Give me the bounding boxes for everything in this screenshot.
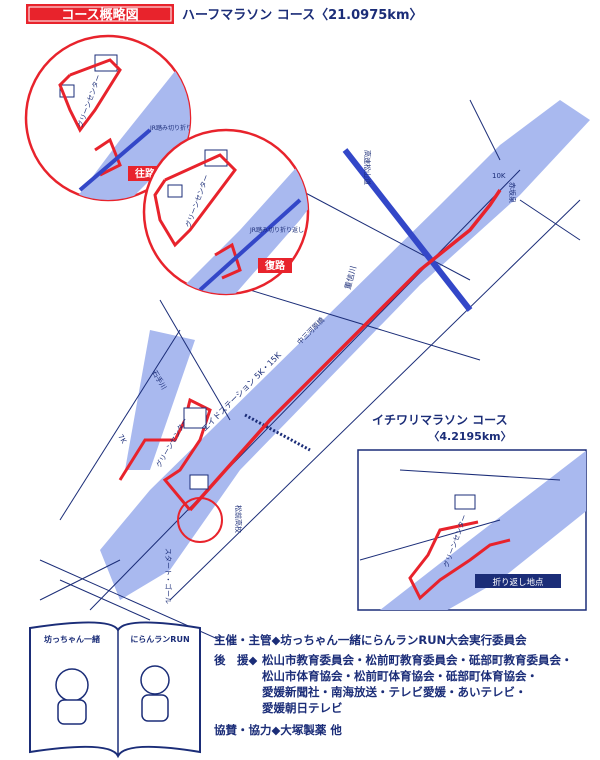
green-center-loop: [118, 397, 212, 511]
credits-sponsor: 協賛・協力◆ 大塚製薬 他: [214, 723, 342, 737]
label-matsumae-hs: 松前高校: [234, 505, 243, 533]
half-marathon-route: [188, 189, 502, 512]
inset1-label-jr-turn: JR踏み切り折り返し: [149, 124, 204, 132]
quarter-route: [408, 520, 511, 601]
ishii-river: [125, 330, 195, 470]
character-lion: [140, 665, 170, 695]
credits-organizer: 主催・主管◆ 坊っちゃん一緒にらんランRUN大会実行委員会: [214, 633, 527, 647]
header-badge-bg: [26, 4, 174, 24]
main-map: エイドステーション 5K・15K 重信川 中三河原橋 石手川 高速松山道 松前高…: [39, 99, 590, 641]
label-river: 重信川: [342, 265, 358, 291]
inset-return-label: 復路: [264, 259, 286, 272]
quarter-title: イチワリマラソン コース: [372, 413, 508, 427]
inset-return: グリーンセンター JR踏み切り折り返し 復路: [142, 128, 310, 296]
cartoon-book: 坊っちゃん一緒 にらんランRUN: [29, 621, 201, 759]
header-badge: コース概略図: [61, 7, 138, 23]
cartoon-right-title: にらんランRUN: [130, 635, 189, 644]
label-akasaka: 赤坂泉: [508, 182, 517, 203]
inset-outbound: グリーンセンター JR踏み切り折り返し 往路: [24, 34, 204, 202]
label-7k: 7K: [116, 433, 128, 445]
character-boy: [55, 668, 89, 702]
label-start-goal: スタート・ゴール: [164, 548, 173, 604]
cartoon-left-title: 坊っちゃん一緒: [44, 634, 100, 644]
header-title: ハーフマラソン コース〈21.0975km〉: [182, 7, 423, 23]
inset2-label-jr-turn: JR踏み切り折り返し: [249, 226, 304, 234]
expressway: [342, 148, 473, 312]
start-goal-circle: [177, 497, 223, 543]
aid-station-box: [189, 474, 209, 490]
label-10k: 10K: [492, 172, 506, 180]
credits-support: 後 援◆ 松山市教育委員会・松前町教育委員会・砥部町教育委員会・: [214, 653, 573, 667]
nakamikawahara-bridge: [244, 413, 311, 452]
quarter-distance: 〈4.2195km〉: [428, 430, 511, 443]
credits: 主催・主管◆ 坊っちゃん一緒にらんランRUN大会実行委員会 後 援◆ 松山市教育…: [214, 632, 592, 738]
quarter-marathon-panel: イチワリマラソン コース 〈4.2195km〉 グリーンセンター 折り返し地点: [357, 413, 587, 611]
facility-box: [183, 407, 207, 429]
label-expressway: 高速松山道: [363, 150, 372, 185]
quarter-turn-label: 折り返し地点: [492, 577, 544, 588]
header: コース概略図 ハーフマラソン コース〈21.0975km〉: [26, 4, 423, 24]
